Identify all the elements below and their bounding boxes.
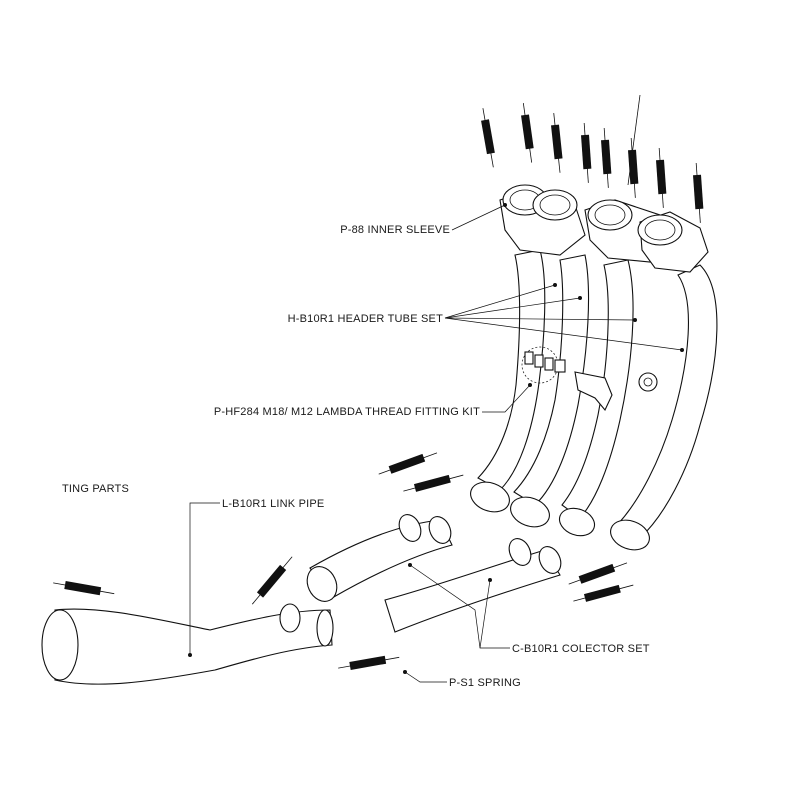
leader-dot xyxy=(503,203,507,207)
collector-set xyxy=(306,514,562,633)
leader-dot xyxy=(680,348,684,352)
spring-icon xyxy=(656,148,667,208)
spring-icon xyxy=(581,123,592,183)
spring-icon xyxy=(481,108,495,168)
spring-icon xyxy=(378,452,438,475)
lambda-bung-icon xyxy=(554,359,566,373)
inner-sleeve-2 xyxy=(532,189,578,221)
leader-lambda xyxy=(482,384,531,413)
leader-header-tube xyxy=(444,297,581,319)
header-tube-1-outlet xyxy=(470,481,510,513)
leader-collector xyxy=(479,579,491,649)
leader-header-tube xyxy=(444,317,683,351)
leader-spring xyxy=(404,671,447,683)
spring-icon xyxy=(693,163,704,223)
leader-dot xyxy=(188,653,192,657)
collector-right-outlet-b xyxy=(538,546,562,574)
label-spring: P-S1 SPRING xyxy=(449,677,521,689)
lambda-bung-icon xyxy=(534,354,544,368)
link-pipe-inlet xyxy=(41,609,79,681)
leader-dot xyxy=(553,283,557,287)
label-header-tube-set: H-B10R1 HEADER TUBE SET xyxy=(288,313,443,325)
header-tube-1 xyxy=(477,249,546,491)
collector-right-outlet-a xyxy=(508,538,532,566)
spring-icon xyxy=(53,581,115,596)
leader-dot xyxy=(633,318,637,322)
leader-collector xyxy=(409,564,510,649)
header-tube-3-outlet xyxy=(558,507,596,537)
lambda-sensor-bracket xyxy=(574,371,613,412)
inner-sleeve-4-inner xyxy=(644,219,676,241)
collector-left-outlet-b xyxy=(428,516,452,544)
lambda-sensor-core xyxy=(643,377,653,387)
leader-dot xyxy=(408,563,412,567)
collector-right xyxy=(384,549,561,633)
label-collector-set: C-B10R1 COLECTOR SET xyxy=(512,643,650,655)
spring-icon xyxy=(601,128,612,188)
leader-header-tube xyxy=(444,317,636,321)
spring-icon xyxy=(403,474,464,492)
collector-left-outlet-a xyxy=(398,514,422,542)
leader-lines xyxy=(188,203,684,683)
leader-link-pipe xyxy=(189,502,220,655)
inner-sleeve-4 xyxy=(637,214,683,246)
spring-icon xyxy=(573,584,634,602)
lambda-bung-icon xyxy=(544,357,554,371)
lambda-bung-icon xyxy=(524,351,534,365)
lambda-sensor xyxy=(638,372,658,392)
spring-icon xyxy=(521,103,534,163)
link-pipe-flange xyxy=(279,603,301,633)
inner-sleeve-2-inner xyxy=(539,194,571,216)
header-tube-4-outlet xyxy=(610,519,650,551)
inner-sleeve-3 xyxy=(587,199,633,231)
leader-dot xyxy=(488,578,492,582)
label-link-pipe: L-B10R1 LINK PIPE xyxy=(222,498,324,510)
label-fitting-parts: TING PARTS xyxy=(62,483,129,495)
leader-dot xyxy=(403,670,407,674)
top-springs xyxy=(481,103,704,223)
label-inner-sleeve: P-88 INNER SLEEVE xyxy=(340,224,450,236)
lambda-fitting-kit xyxy=(521,346,658,412)
inner-sleeve-3-inner xyxy=(594,204,626,226)
part-labels: P-88 INNER SLEEVE H-B10R1 HEADER TUBE SE… xyxy=(62,224,650,689)
inner-sleeve-flanges xyxy=(499,184,709,273)
spring-icon xyxy=(628,138,639,198)
collector-left-inlet xyxy=(306,566,338,602)
spring-icon xyxy=(551,113,563,173)
header-tube-set xyxy=(470,249,718,551)
leader-inner-sleeve xyxy=(451,204,506,231)
spring-icon xyxy=(338,655,400,670)
spring-icon xyxy=(568,562,628,585)
link-pipe-outlet xyxy=(316,609,334,647)
leader-dot xyxy=(528,383,532,387)
header-tube-2-outlet xyxy=(510,496,550,528)
spring-icon xyxy=(251,556,293,605)
link-pipe xyxy=(41,603,334,685)
leader-dot xyxy=(578,296,582,300)
loose-springs xyxy=(53,452,634,670)
label-lambda-fitting-kit: P-HF284 M18/ M12 LAMBDA THREAD FITTING K… xyxy=(214,406,480,418)
leader-header-tube xyxy=(444,284,556,319)
